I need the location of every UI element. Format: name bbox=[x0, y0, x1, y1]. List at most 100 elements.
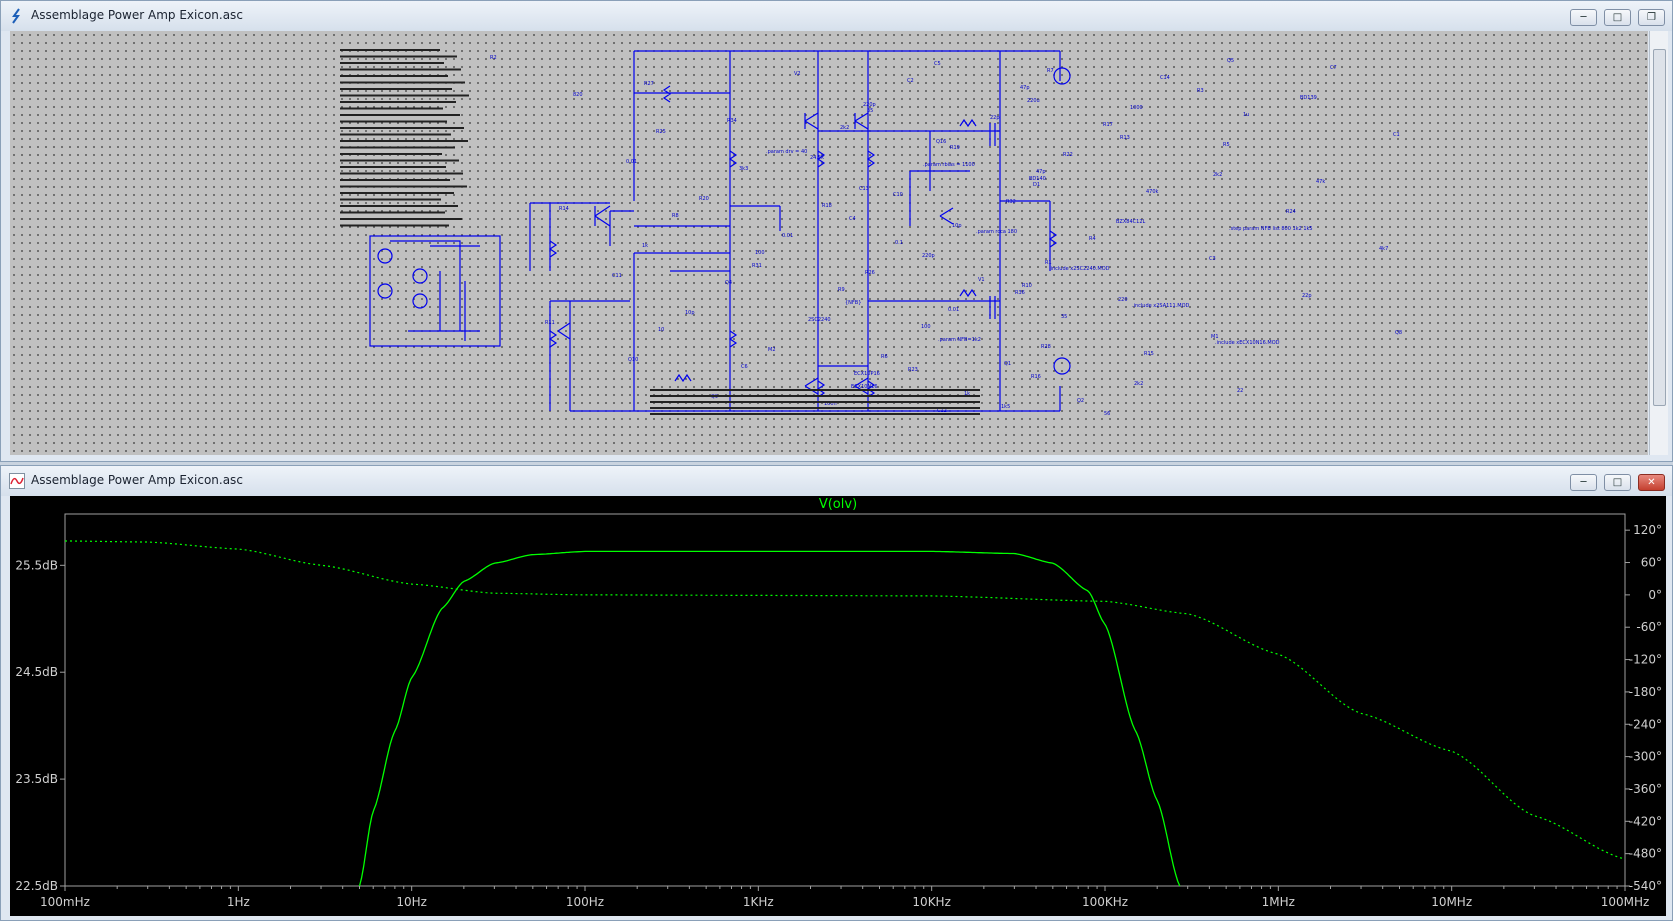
schematic-label[interactable]: 47k bbox=[1316, 179, 1325, 185]
schematic-label[interactable]: R32 bbox=[1006, 199, 1016, 205]
schematic-label[interactable]: R26 bbox=[865, 270, 875, 276]
schematic-label[interactable]: 100n bbox=[824, 401, 837, 407]
schematic-label[interactable]: C1 bbox=[1393, 132, 1400, 138]
schematic-label[interactable]: R1 bbox=[1045, 260, 1052, 266]
schematic-label[interactable]: Q16 bbox=[936, 139, 946, 145]
scrollbar-thumb[interactable] bbox=[1653, 49, 1666, 406]
schematic-label[interactable]: 220u bbox=[1027, 98, 1040, 104]
schematic-label[interactable]: 10 bbox=[658, 327, 664, 333]
schematic-label[interactable]: .param drv = 40 bbox=[766, 149, 807, 155]
schematic-label[interactable]: 820 bbox=[573, 92, 583, 98]
schematic-minimize-button[interactable]: ─ bbox=[1570, 9, 1597, 26]
schematic-label[interactable]: R16 bbox=[1031, 374, 1041, 380]
schematic-label[interactable]: R14 bbox=[559, 206, 569, 212]
schematic-label[interactable]: .include xECX10N16.MOD bbox=[1215, 340, 1280, 346]
schematic-label[interactable]: M1 bbox=[1211, 334, 1219, 340]
schematic-label[interactable]: R8 bbox=[672, 213, 679, 219]
schematic-label[interactable]: .param rcca 180 bbox=[976, 229, 1017, 235]
schematic-label[interactable]: 3k3 bbox=[739, 166, 748, 172]
schematic-label[interactable]: V1 bbox=[978, 277, 985, 283]
schematic-label[interactable]: 2k2 bbox=[840, 125, 849, 131]
schematic-label[interactable]: C13 bbox=[859, 186, 869, 192]
schematic-maximize-button[interactable]: □ bbox=[1604, 9, 1631, 26]
schematic-label[interactable]: R3 bbox=[1197, 88, 1204, 94]
schematic-label[interactable]: D1 bbox=[1033, 182, 1040, 188]
schematic-label[interactable]: R18 bbox=[822, 203, 832, 209]
schematic-label[interactable]: 22p bbox=[990, 115, 1000, 121]
schematic-label[interactable]: R19 bbox=[950, 145, 960, 151]
plot-close-button[interactable]: ✕ bbox=[1638, 474, 1665, 491]
schematic-label[interactable]: Q2 bbox=[1077, 398, 1084, 404]
schematic-label[interactable]: 56 bbox=[1104, 411, 1110, 417]
schematic-label[interactable]: 1000 bbox=[1130, 105, 1143, 111]
schematic-label[interactable]: 2k2 bbox=[1213, 172, 1222, 178]
schematic-label[interactable]: R5 bbox=[1223, 142, 1230, 148]
schematic-label[interactable]: 0.01 bbox=[626, 159, 637, 165]
schematic-label[interactable]: R31 bbox=[752, 263, 762, 269]
schematic-label[interactable]: R9 bbox=[838, 287, 845, 293]
schematic-label[interactable]: R22 bbox=[1063, 152, 1073, 158]
plot-minimize-button[interactable]: ─ bbox=[1570, 474, 1597, 491]
schematic-label[interactable]: 100 bbox=[755, 250, 765, 256]
schematic-label[interactable]: ECX10N16 bbox=[851, 384, 878, 390]
schematic-titlebar[interactable]: Assemblage Power Amp Exicon.asc ─ □ ❐ bbox=[1, 1, 1672, 31]
schematic-label[interactable]: R2 bbox=[490, 55, 497, 61]
schematic-label[interactable]: BZX84C12L bbox=[1116, 219, 1145, 225]
schematic-label[interactable]: 470k bbox=[1146, 189, 1159, 195]
schematic-label[interactable]: Q1 bbox=[1004, 361, 1011, 367]
schematic-label[interactable]: R6 bbox=[881, 354, 888, 360]
schematic-label[interactable]: 0.01 bbox=[782, 233, 793, 239]
schematic-label[interactable]: 220p bbox=[922, 253, 935, 259]
schematic-label[interactable]: Q10 bbox=[628, 357, 638, 363]
schematic-label[interactable]: C3 bbox=[1209, 256, 1216, 262]
schematic-label[interactable]: C6 bbox=[741, 364, 748, 370]
schematic-label[interactable]: 35 bbox=[1061, 314, 1067, 320]
schematic-label[interactable]: R10 bbox=[1022, 283, 1032, 289]
plot-maximize-button[interactable]: □ bbox=[1604, 474, 1631, 491]
schematic-label[interactable]: C5 bbox=[934, 61, 941, 67]
schematic-label[interactable]: 22p bbox=[1302, 293, 1312, 299]
schematic-label[interactable]: R36 bbox=[1015, 290, 1025, 296]
schematic-label[interactable]: 47p bbox=[1020, 85, 1030, 91]
schematic-label[interactable]: R23 bbox=[908, 367, 918, 373]
schematic-label[interactable]: R28 bbox=[1041, 344, 1051, 350]
schematic-label[interactable]: 47p bbox=[1036, 169, 1046, 175]
schematic-label[interactable]: C7 bbox=[1330, 65, 1337, 71]
schematic-label[interactable]: 220p bbox=[863, 102, 876, 108]
schematic-label[interactable]: 1k bbox=[642, 243, 648, 249]
schematic-label[interactable]: 0.01 bbox=[948, 307, 959, 313]
schematic-label[interactable]: 1k bbox=[964, 391, 970, 397]
schematic-label[interactable]: 24.5k bbox=[810, 155, 824, 161]
schematic-label[interactable]: R17 bbox=[1103, 122, 1113, 128]
schematic-label[interactable]: C12 bbox=[937, 408, 947, 414]
schematic-label[interactable]: R25 bbox=[656, 129, 666, 135]
schematic-label[interactable]: 10p bbox=[952, 223, 962, 229]
schematic-label[interactable]: .include x2SA111.MOD bbox=[1132, 303, 1190, 309]
schematic-label[interactable]: R20 bbox=[699, 196, 709, 202]
schematic-label[interactable]: 1k5 bbox=[1001, 404, 1010, 410]
schematic-label[interactable]: Q8 bbox=[1395, 330, 1402, 336]
schematic-label[interactable]: C4 bbox=[849, 216, 856, 222]
schematic-label[interactable]: .param NFB=1k2 bbox=[938, 337, 981, 343]
schematic-label[interactable]: R4 bbox=[1089, 236, 1096, 242]
schematic-restore-button[interactable]: ❐ bbox=[1638, 9, 1665, 26]
schematic-label[interactable]: 10p bbox=[685, 310, 695, 316]
schematic-label[interactable]: Q5 bbox=[1227, 58, 1234, 64]
schematic-label[interactable]: 220 bbox=[1118, 297, 1128, 303]
schematic-label[interactable]: 1u bbox=[1243, 112, 1249, 118]
plot-titlebar[interactable]: Assemblage Power Amp Exicon.asc ─ □ ✕ bbox=[1, 466, 1672, 496]
schematic-label[interactable]: 35 bbox=[867, 108, 873, 114]
schematic-label[interactable]: Q4 bbox=[725, 280, 732, 286]
schematic-label[interactable]: 0.1 bbox=[895, 240, 903, 246]
schematic-label[interactable]: 22 bbox=[1237, 388, 1243, 394]
schematic-label[interactable]: R27 bbox=[644, 81, 654, 87]
schematic-label[interactable]: BD139 bbox=[1300, 95, 1317, 101]
schematic-label[interactable]: 4k7 bbox=[1379, 246, 1388, 252]
schematic-label[interactable]: R11 bbox=[545, 320, 555, 326]
schematic-label[interactable]: V2 bbox=[794, 71, 801, 77]
schematic-label[interactable]: 2k2 bbox=[1134, 381, 1143, 387]
schematic-label[interactable]: 2SC2240 bbox=[808, 317, 831, 323]
schematic-label[interactable]: R15 bbox=[1144, 351, 1154, 357]
schematic-label[interactable]: C10 bbox=[893, 192, 903, 198]
